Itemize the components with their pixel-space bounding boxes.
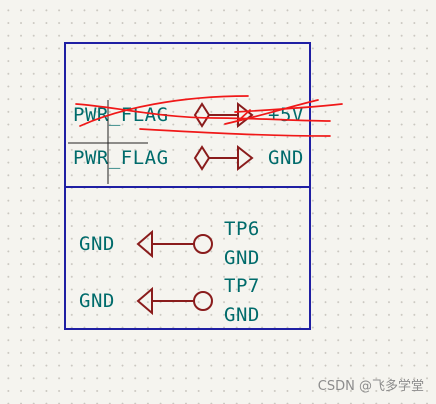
- gnd-arrow-icon-tp7: [136, 286, 153, 316]
- gnd-arrow-icon-tp6: [136, 229, 153, 259]
- power-arrow-icon-1: [237, 101, 254, 129]
- pwr-flag-label-1: PWR_FLAG: [73, 104, 169, 126]
- test-point-tp6[interactable]: GND TP6 GND: [79, 218, 260, 269]
- pwr-flag-label-2: PWR_FLAG: [73, 147, 169, 169]
- pwr-flag-gnd-row[interactable]: PWR_FLAG GND: [68, 142, 304, 172]
- pwr-flag-diamond-icon-2: [193, 145, 211, 171]
- tp6-net-label: GND: [79, 233, 115, 255]
- test-point-tp7[interactable]: GND TP7 GND: [79, 275, 260, 326]
- tp6-value: GND: [224, 247, 260, 269]
- tp7-net-label: GND: [79, 290, 115, 312]
- pwr-flag-diamond-icon-1: [193, 102, 211, 128]
- power-arrow-icon-2: [237, 144, 254, 172]
- bottom-group-frame[interactable]: [64, 186, 311, 330]
- watermark-text: CSDN @飞多学堂: [317, 379, 424, 394]
- net-label-gnd-top: GND: [268, 147, 304, 169]
- tp7-value: GND: [224, 304, 260, 326]
- tp6-reference: TP6: [224, 218, 260, 240]
- tp7-circle-icon: [193, 291, 213, 311]
- tp6-circle-icon: [193, 234, 213, 254]
- tp7-reference: TP7: [224, 275, 260, 297]
- strike-out-scribble: [75, 95, 343, 137]
